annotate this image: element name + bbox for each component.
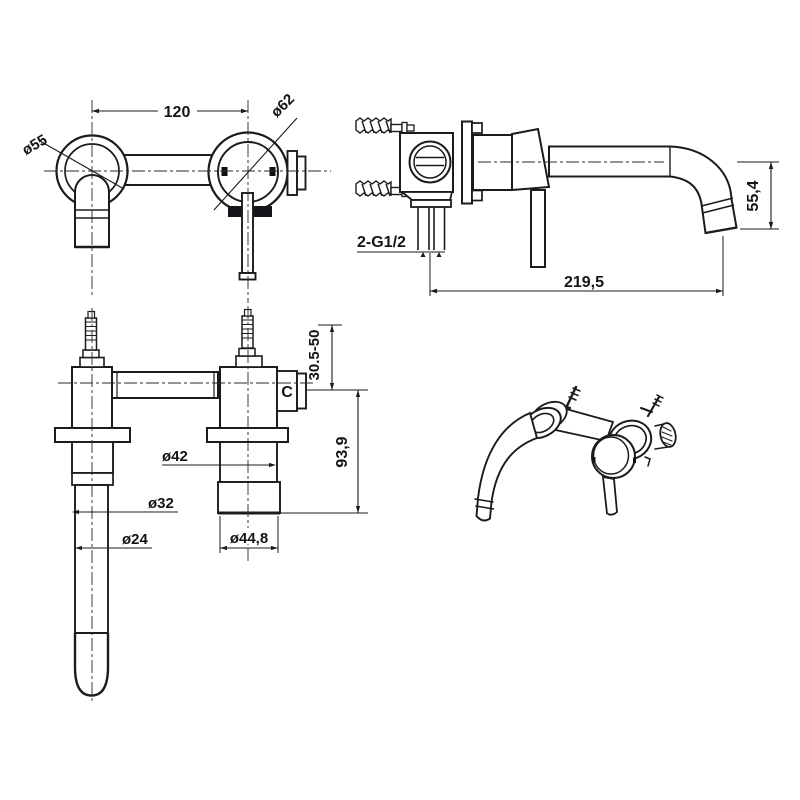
dim-spout-reach: 219,5 [429, 236, 724, 296]
roughin-right-flange [206, 427, 289, 443]
dim-spout-shank: ø32 [72, 495, 178, 515]
side-inlet-pipes [417, 207, 446, 250]
dim-spout-drop-label: 55,4 [745, 180, 762, 211]
front-handle-lever [241, 192, 254, 274]
side-wall-flange [461, 120, 473, 205]
roughin-spout-shank [71, 441, 114, 474]
front-handle-lever-foot [238, 272, 257, 281]
dim-spacing-label: 120 [164, 104, 191, 121]
dim-spout-escutcheon-label: ø55 [19, 131, 50, 159]
roughin-bar [107, 371, 219, 399]
persp-inlet-fitting [654, 422, 677, 450]
dim-spacing-120: 120 [92, 102, 248, 121]
dim-height: 93,9 [280, 390, 368, 514]
dim-spout-drop: 55,4 [737, 161, 779, 230]
dim-handle-escutcheon-label: ø62 [268, 91, 298, 121]
roughin-sleeve [217, 481, 281, 514]
dim-spout-reach-label: 219,5 [564, 274, 604, 291]
dim-spout-tube: ø24 [75, 531, 152, 551]
roughin-spout-cap [73, 633, 110, 697]
side-spout [548, 145, 738, 235]
front-view: 120 ø55 ø62 [19, 91, 331, 303]
roughin-valve-shank [219, 441, 278, 483]
cold-marker-label: C [281, 384, 293, 401]
dim-wall-depth-range: 30.5-50 [306, 324, 368, 391]
wall-plug-bottom [355, 180, 415, 198]
persp-right-screw [640, 394, 664, 418]
dim-inlet-threads: 2-G1/2 [357, 234, 445, 257]
side-handle-lever [530, 189, 546, 268]
persp-spout [475, 411, 539, 522]
wall-plug-top [355, 117, 415, 135]
persp-clip [644, 456, 651, 467]
dim-spout-shank-label: ø32 [148, 495, 174, 512]
dim-spout-tube-label: ø24 [122, 531, 149, 548]
roughin-right-screw [235, 308, 263, 368]
persp-handle-lever [601, 475, 618, 516]
front-side-fitting [286, 150, 298, 196]
roughin-right-body [219, 366, 278, 429]
dim-sleeve-label: ø44,8 [230, 530, 268, 547]
dim-wall-depth-range-label: 30.5-50 [306, 330, 323, 381]
side-view: 2-G1/2 219,5 55,4 [355, 117, 779, 296]
roughin-spout-tube [74, 484, 109, 634]
dim-valve-body: ø42 [162, 448, 276, 468]
dim-inlet-threads-label: 2-G1/2 [357, 234, 406, 251]
perspective-view [474, 385, 677, 522]
dim-valve-body-label: ø42 [162, 448, 188, 465]
dim-height-label: 93,9 [334, 436, 351, 467]
rough-in-view: C [54, 306, 368, 702]
roughin-centerlines [58, 306, 316, 702]
side-handle [511, 127, 551, 192]
dim-sleeve: ø44,8 [219, 516, 279, 553]
side-body-cylinder [472, 134, 513, 191]
side-valve-bracket [399, 191, 454, 201]
roughin-left-flange [54, 427, 131, 443]
front-connecting-bar [117, 154, 215, 186]
